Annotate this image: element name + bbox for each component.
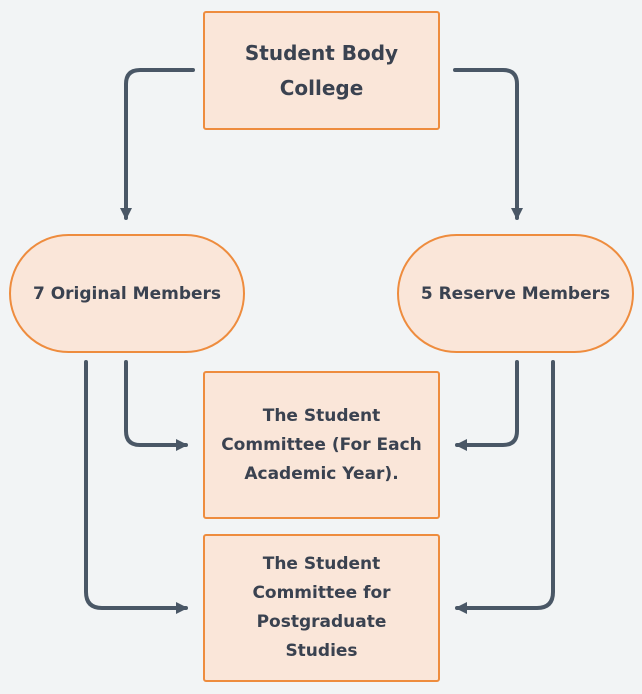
node-student-body-college: Student Body College (203, 11, 440, 130)
node-student-committee-academic-year-label: The Student Committee (For Each Academic… (221, 405, 422, 484)
node-student-committee-academic-year: The Student Committee (For Each Academic… (203, 371, 440, 519)
node-student-committee-postgraduate-label: The Student Committee for Postgraduate S… (252, 554, 391, 661)
edge-left-to-committee (124, 360, 188, 451)
node-reserve-members: 5 Reserve Members (397, 234, 634, 353)
edge-left-to-postgrad (84, 360, 188, 614)
edge-right-to-postgrad (455, 360, 555, 614)
node-original-members: 7 Original Members (9, 234, 245, 353)
edge-top-to-right (453, 68, 523, 220)
node-student-committee-postgraduate: The Student Committee for Postgraduate S… (203, 534, 440, 682)
edge-top-to-left (120, 68, 195, 220)
node-original-members-label: 7 Original Members (32, 283, 222, 304)
edge-right-to-committee (455, 360, 519, 451)
node-student-body-college-label: Student Body College (244, 40, 399, 100)
node-reserve-members-label: 5 Reserve Members (420, 283, 611, 304)
